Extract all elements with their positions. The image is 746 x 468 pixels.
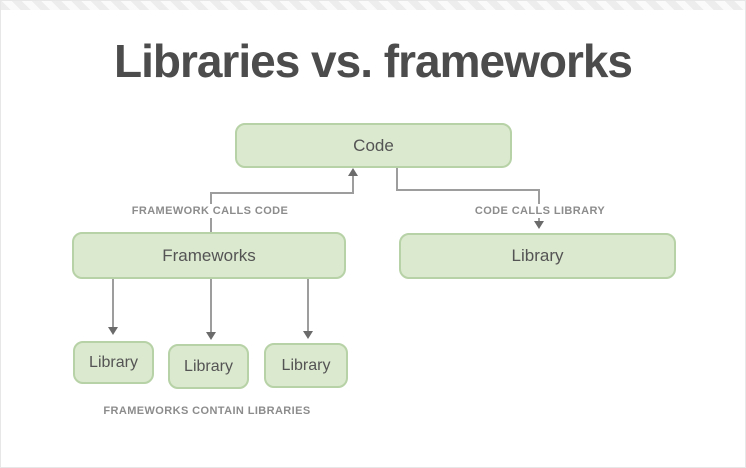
- connector-frameworks-to-code-final: [352, 174, 354, 193]
- page-title: Libraries vs. frameworks: [113, 35, 633, 87]
- arrowhead-down-icon: [206, 332, 216, 340]
- arrowhead-down-icon: [534, 221, 544, 229]
- node-library-1: Library: [73, 341, 154, 384]
- connector-frameworks-to-library-2: [210, 279, 212, 333]
- edge-label-frameworks-contain-libraries: FRAMEWORKS CONTAIN LIBRARIES: [98, 404, 316, 418]
- arrowhead-down-icon: [108, 327, 118, 335]
- connector-frameworks-to-code-horizontal: [210, 192, 354, 194]
- arrowhead-down-icon: [303, 331, 313, 339]
- edge-label-code-calls-library: CODE CALLS LIBRARY: [469, 204, 611, 218]
- connector-frameworks-to-library-1: [112, 279, 114, 328]
- node-frameworks: Frameworks: [72, 232, 346, 279]
- node-library-right: Library: [399, 233, 676, 279]
- node-library-2: Library: [168, 344, 249, 389]
- connector-code-to-library-horizontal: [396, 189, 540, 191]
- node-library-3: Library: [264, 343, 348, 388]
- striped-ribbon: [1, 1, 745, 10]
- edge-label-framework-calls-code: FRAMEWORK CALLS CODE: [126, 204, 294, 218]
- connector-code-to-library-drop: [396, 168, 398, 191]
- node-code: Code: [235, 123, 512, 168]
- connector-frameworks-to-library-3: [307, 279, 309, 332]
- arrowhead-up-icon: [348, 168, 358, 176]
